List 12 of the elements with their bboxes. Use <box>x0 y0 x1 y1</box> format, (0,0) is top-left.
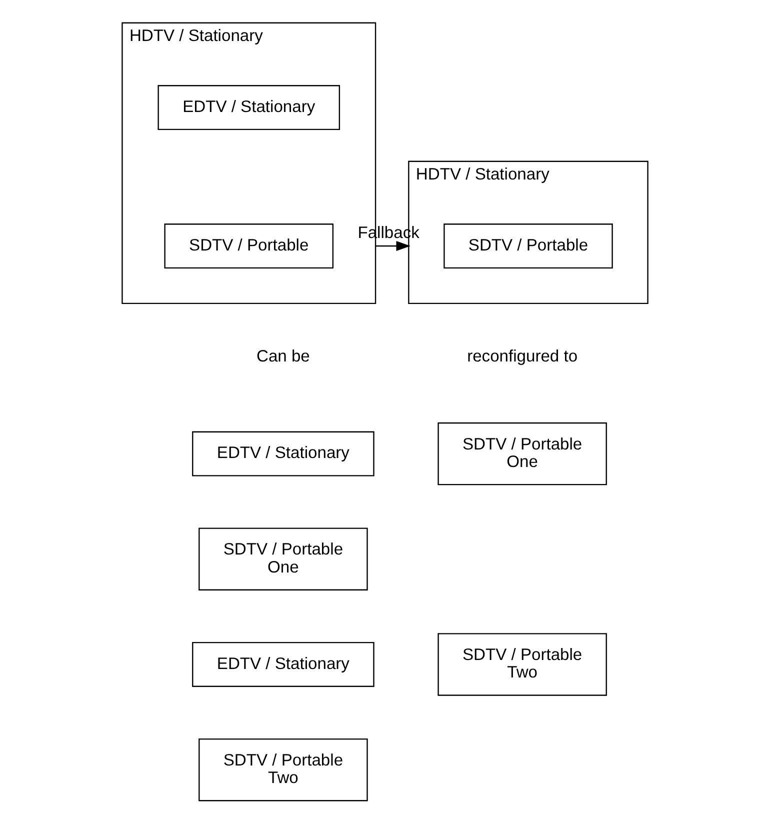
node-box: SDTV / Portable <box>444 224 613 268</box>
node-box: SDTV / Portable <box>164 224 334 268</box>
node-box: EDTV / Stationary <box>192 642 374 687</box>
label: Can be <box>256 346 310 366</box>
node-box: SDTV / Portable One <box>198 528 368 590</box>
node-box: EDTV / Stationary <box>192 431 374 476</box>
node-box: EDTV / Stationary <box>158 85 340 130</box>
label: reconfigured to <box>467 346 578 366</box>
node-box: SDTV / Portable One <box>438 422 607 486</box>
node-box: SDTV / Portable Two <box>438 633 607 696</box>
arrow <box>376 241 410 251</box>
node-box: SDTV / Portable Two <box>198 738 368 802</box>
